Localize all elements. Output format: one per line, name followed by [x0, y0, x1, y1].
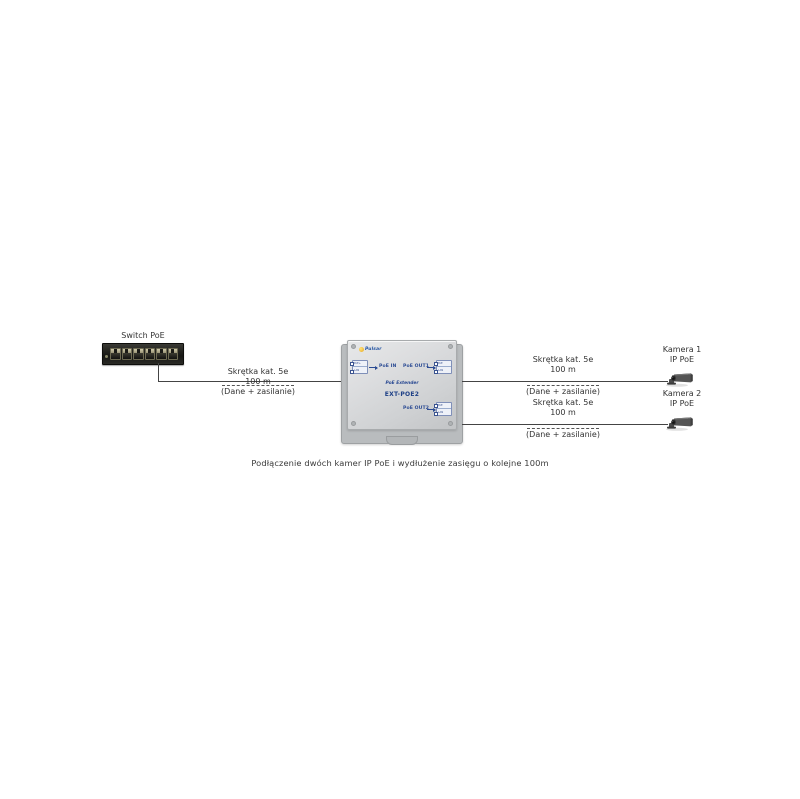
- cable-label-camera1-power: (Dane + zasilanie): [503, 387, 623, 397]
- port-out2-bottom-label: LAN: [434, 411, 451, 416]
- cable-extender-to-camera1-dashed: [527, 385, 599, 386]
- screw-icon: [448, 344, 453, 349]
- ip-camera-icon: [666, 417, 693, 431]
- switch-label: Switch PoE: [121, 331, 165, 340]
- cable-label-line1: Skrętka kat. 5e: [227, 367, 289, 376]
- cable-extender-to-camera1-line: [462, 381, 668, 382]
- cable-label-line2: 100 m: [245, 377, 271, 386]
- pulsar-logo-icon: [359, 347, 364, 352]
- extender-model: EXT-POE2: [384, 391, 420, 398]
- camera-1-label: Kamera 1 IP PoE: [637, 345, 727, 365]
- extender-brand-logo: Pulsar: [359, 347, 382, 352]
- camera-2-line1: Kamera 2: [662, 389, 702, 398]
- cable-label-line1: Skrętka kat. 5e: [532, 355, 594, 364]
- port-out1-top-label: PoE: [434, 362, 451, 367]
- cable-label-line3: (Dane + zasilanie): [526, 430, 600, 439]
- cable-switch-to-extender-dashed: [222, 385, 294, 386]
- port-in-top-label: PoE+: [350, 362, 367, 367]
- cable-label-line1: Skrętka kat. 5e: [532, 398, 594, 407]
- arrow-to-poe-in: [369, 366, 378, 370]
- port-divider: [437, 366, 451, 368]
- switch-port: [133, 348, 144, 360]
- camera-1-line2: IP PoE: [669, 355, 695, 364]
- diagram-caption: Podłączenie dwóch kamer IP PoE i wydłuże…: [251, 458, 549, 468]
- switch-port: [167, 348, 178, 360]
- cable-extender-to-camera2-dashed: [527, 428, 599, 429]
- camera-2-line2: IP PoE: [669, 399, 695, 408]
- port-divider: [437, 408, 451, 410]
- cable-label-line3: (Dane + zasilanie): [526, 387, 600, 396]
- cable-switch-vertical: [158, 363, 159, 382]
- arrow-to-poe-out2: [427, 408, 436, 412]
- screw-icon: [448, 421, 453, 426]
- switch-port: [121, 348, 132, 360]
- switch-device: Switch PoE: [98, 331, 188, 371]
- poe-extender-device: Pulsar PoE+ LAN PoE IN PoE OUT1 PoE LAN …: [341, 340, 463, 445]
- extender-port-out2: PoE LAN: [434, 402, 452, 416]
- cable-label-switch-power: (Dane + zasilanie): [198, 387, 318, 397]
- extender-brand-name: Pulsar: [365, 347, 382, 352]
- switch-port: [110, 348, 121, 360]
- extender-port-in: PoE+ LAN: [350, 360, 368, 374]
- cable-label-line2: 100 m: [550, 365, 576, 374]
- cable-extender-to-camera2-line: [462, 424, 668, 425]
- port-out1-bottom-label: LAN: [434, 369, 451, 374]
- port-divider: [353, 366, 367, 368]
- screw-icon: [351, 344, 356, 349]
- extender-poe-out2-label: PoE OUT2: [403, 406, 430, 411]
- port-in-bottom-label: LAN: [350, 369, 367, 374]
- screw-icon: [351, 421, 356, 426]
- camera-2: Kamera 2 IP PoE: [637, 389, 727, 431]
- extender-poe-in-label: PoE IN: [379, 364, 397, 369]
- cable-label-line3: (Dane + zasilanie): [221, 387, 295, 396]
- camera-2-label: Kamera 2 IP PoE: [637, 389, 727, 409]
- cable-switch-to-extender-line: [158, 381, 346, 382]
- extender-subtitle: PoE Extender: [385, 381, 419, 386]
- cable-label-extender-to-camera2: Skrętka kat. 5e 100 m: [503, 398, 623, 418]
- extender-lid: Pulsar PoE+ LAN PoE IN PoE OUT1 PoE LAN …: [347, 340, 457, 430]
- switch-chassis: [102, 343, 184, 365]
- arrow-to-poe-out1: [427, 366, 436, 370]
- cable-label-extender-to-camera1: Skrętka kat. 5e 100 m: [503, 355, 623, 375]
- cable-label-switch-to-extender: Skrętka kat. 5e 100 m: [198, 367, 318, 387]
- cable-label-camera2-power: (Dane + zasilanie): [503, 430, 623, 440]
- switch-port: [144, 348, 155, 360]
- port-out2-top-label: PoE: [434, 404, 451, 409]
- camera-1-line1: Kamera 1: [662, 345, 702, 354]
- extender-poe-out1-label: PoE OUT1: [403, 364, 430, 369]
- switch-port: [156, 348, 167, 360]
- camera-1: Kamera 1 IP PoE: [637, 345, 727, 387]
- switch-led-icon: [105, 355, 108, 358]
- cable-label-line2: 100 m: [550, 408, 576, 417]
- extender-port-out1: PoE LAN: [434, 360, 452, 374]
- switch-port-row: [110, 348, 178, 360]
- ip-camera-icon: [666, 373, 693, 387]
